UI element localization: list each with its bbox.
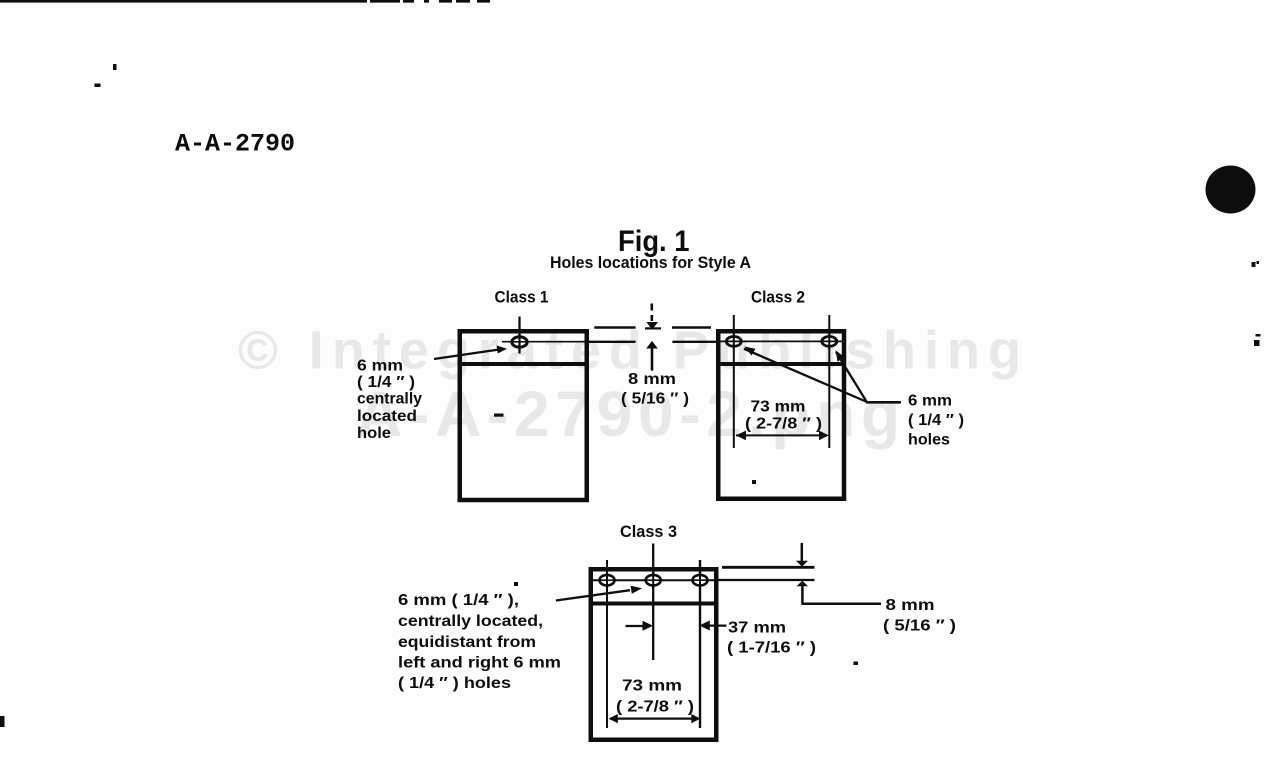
svg-text:Fig. 1: Fig. 1 <box>618 225 690 258</box>
svg-text:hole: hole <box>357 425 391 442</box>
svg-text:37 mm: 37 mm <box>728 620 786 637</box>
svg-text:( 5/16 ″ ): ( 5/16 ″ ) <box>883 618 956 635</box>
svg-text:( 5/16 ″ ): ( 5/16 ″ ) <box>621 391 689 408</box>
svg-text:6 mm: 6 mm <box>908 393 952 410</box>
svg-text:( 1/4 ″ ): ( 1/4 ″ ) <box>357 374 415 391</box>
svg-text:Class 3: Class 3 <box>620 523 677 541</box>
svg-text:A-A-2790-2.png: A-A-2790-2.png <box>356 378 900 450</box>
svg-text:( 1/4 ″ ) holes: ( 1/4 ″ ) holes <box>398 675 511 692</box>
svg-text:equidistant from: equidistant from <box>398 634 536 651</box>
svg-text:located: located <box>357 408 417 425</box>
svg-text:( 2-7/8 ″ ): ( 2-7/8 ″ ) <box>616 699 694 716</box>
svg-text:holes: holes <box>908 432 950 449</box>
svg-text:8 mm: 8 mm <box>628 371 676 388</box>
svg-text:( 1-7/16 ″ ): ( 1-7/16 ″ ) <box>727 640 816 657</box>
svg-text:6 mm ( 1/4 ″ ),: 6 mm ( 1/4 ″ ), <box>398 592 519 609</box>
svg-text:73 mm: 73 mm <box>751 399 806 416</box>
svg-text:Class 2: Class 2 <box>751 289 805 307</box>
svg-text:Holes locations for Style A: Holes locations for Style A <box>550 254 751 272</box>
svg-text:centrally: centrally <box>357 391 422 408</box>
svg-text:6 mm: 6 mm <box>357 358 403 375</box>
svg-text:Class 1: Class 1 <box>495 289 549 307</box>
svg-text:8 mm: 8 mm <box>886 597 935 614</box>
svg-text:73 mm: 73 mm <box>622 678 682 695</box>
svg-text:left and right 6 mm: left and right 6 mm <box>398 655 561 672</box>
svg-text:A-A-2790: A-A-2790 <box>175 130 295 159</box>
svg-text:( 2-7/8 ″ ): ( 2-7/8 ″ ) <box>745 416 822 433</box>
svg-text:centrally located,: centrally located, <box>398 613 543 630</box>
svg-text:( 1/4 ″ ): ( 1/4 ″ ) <box>908 412 964 429</box>
